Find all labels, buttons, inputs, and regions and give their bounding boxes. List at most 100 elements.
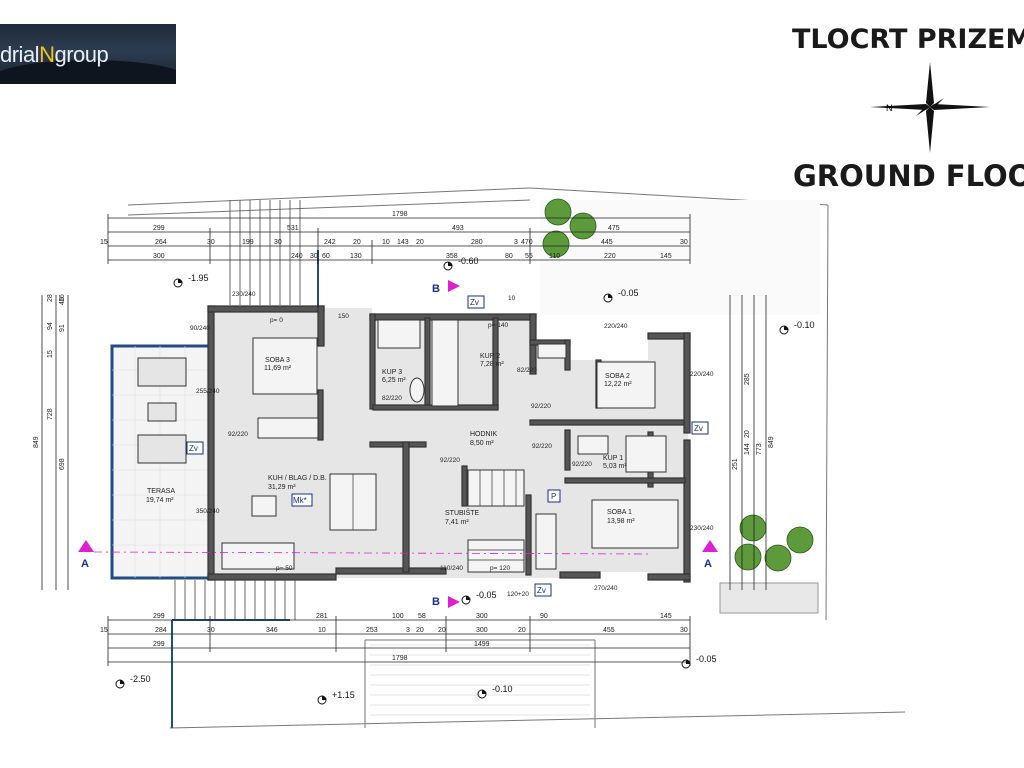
svg-text:SOBA 2: SOBA 2	[605, 373, 630, 380]
svg-text:20: 20	[416, 627, 424, 634]
svg-text:20: 20	[438, 627, 446, 634]
svg-text:94: 94	[47, 322, 54, 330]
svg-text:270/240: 270/240	[594, 585, 618, 592]
svg-text:91: 91	[59, 324, 66, 332]
svg-text:-0.05: -0.05	[618, 288, 639, 298]
svg-text:299: 299	[153, 613, 165, 620]
svg-text:300: 300	[476, 613, 488, 620]
svg-text:KUP 3: KUP 3	[382, 369, 402, 376]
svg-text:-1.95: -1.95	[188, 273, 209, 283]
svg-text:90/240: 90/240	[190, 325, 210, 332]
svg-text:849: 849	[33, 436, 40, 448]
svg-text:58: 58	[418, 613, 426, 620]
svg-text:493: 493	[452, 225, 464, 232]
svg-text:3: 3	[514, 239, 518, 246]
svg-text:100: 100	[392, 613, 404, 620]
svg-text:30: 30	[207, 627, 215, 634]
room-labels: SOBA 311,69 m² KUP 36,25 m² KUP 27,28 m²…	[146, 353, 635, 526]
svg-text:-0.10: -0.10	[492, 684, 513, 694]
svg-text:285: 285	[744, 373, 751, 385]
svg-text:-2.50: -2.50	[130, 674, 151, 684]
svg-text:255/240: 255/240	[196, 388, 220, 395]
svg-text:60: 60	[322, 253, 330, 260]
svg-text:531: 531	[287, 225, 299, 232]
section-markers	[78, 280, 718, 608]
stone-paving	[719, 582, 819, 614]
hatched-yard	[370, 644, 590, 716]
svg-text:110/240: 110/240	[440, 565, 463, 572]
logo-hill-shape	[0, 60, 176, 84]
svg-text:30: 30	[680, 627, 688, 634]
svg-text:20: 20	[518, 627, 526, 634]
svg-text:92/220: 92/220	[531, 403, 551, 410]
svg-text:849: 849	[768, 436, 775, 448]
svg-text:15: 15	[100, 627, 108, 634]
svg-text:280: 280	[471, 239, 483, 246]
svg-text:299: 299	[153, 225, 165, 232]
svg-text:15: 15	[100, 239, 108, 246]
svg-text:90: 90	[540, 613, 548, 620]
svg-text:1798: 1798	[392, 655, 408, 662]
svg-text:281: 281	[316, 613, 328, 620]
svg-text:-0.60: -0.60	[458, 256, 479, 266]
svg-text:15: 15	[47, 350, 54, 358]
svg-text:145: 145	[660, 613, 672, 620]
section-marker-labels: A A B B	[81, 283, 712, 608]
svg-text:230/240: 230/240	[232, 291, 256, 298]
svg-text:-0.10: -0.10	[794, 320, 815, 330]
compass-north-label: N	[886, 103, 893, 113]
svg-text:KUP 1: KUP 1	[603, 455, 623, 462]
svg-text:Mk*: Mk*	[293, 496, 307, 505]
svg-text:3: 3	[406, 627, 410, 634]
svg-text:92/220: 92/220	[440, 457, 460, 464]
svg-text:7,28 m²: 7,28 m²	[480, 361, 504, 368]
svg-text:110: 110	[549, 253, 560, 260]
svg-text:30: 30	[274, 239, 282, 246]
svg-text:10: 10	[508, 295, 516, 302]
svg-text:13,98 m²: 13,98 m²	[607, 518, 635, 525]
svg-text:299: 299	[153, 641, 165, 648]
svg-text:150: 150	[338, 313, 349, 320]
svg-text:B: B	[432, 283, 440, 295]
svg-text:SOBA 3: SOBA 3	[265, 357, 290, 364]
svg-text:220: 220	[604, 253, 616, 260]
level-markers: -1.95 -0.60 -0.05 -0.10 -0.05 -0.05 -2.5…	[115, 256, 815, 705]
svg-text:10: 10	[382, 239, 390, 246]
svg-text:HODNIK: HODNIK	[470, 431, 498, 438]
dimension-lines	[41, 217, 767, 663]
terrace	[110, 344, 212, 580]
svg-text:92/220: 92/220	[532, 443, 552, 450]
svg-text:30: 30	[310, 253, 318, 260]
svg-text:19,74 m²: 19,74 m²	[146, 497, 174, 504]
site-boundary	[127, 187, 906, 729]
svg-text:240: 240	[291, 253, 303, 260]
svg-text:55: 55	[525, 253, 533, 260]
svg-text:A: A	[704, 558, 712, 570]
svg-text:7,41 m²: 7,41 m²	[445, 519, 469, 526]
exterior-stairs	[174, 200, 301, 620]
svg-text:728: 728	[47, 408, 54, 420]
svg-text:698: 698	[59, 458, 66, 470]
svg-text:80: 80	[505, 253, 513, 260]
svg-text:284: 284	[155, 627, 167, 634]
svg-text:300: 300	[153, 253, 165, 260]
svg-text:20: 20	[353, 239, 361, 246]
svg-text:6,25 m²: 6,25 m²	[382, 377, 406, 384]
svg-text:82/220: 82/220	[382, 395, 402, 402]
svg-text:242: 242	[324, 239, 336, 246]
svg-text:92/220: 92/220	[572, 461, 592, 468]
svg-text:92/220: 92/220	[228, 431, 248, 438]
svg-text:11,69 m²: 11,69 m²	[264, 365, 292, 372]
walls	[207, 305, 691, 583]
svg-text:Zv: Zv	[537, 586, 546, 595]
svg-text:KUP 2: KUP 2	[480, 353, 500, 360]
symbol-boxes: Zv Zv Zv Zv Mk* P	[186, 295, 709, 597]
svg-text:P: P	[551, 492, 556, 501]
svg-text:1798: 1798	[392, 211, 408, 218]
title-croatian: TLOCRT PRIZEM	[792, 24, 1024, 55]
svg-text:31,29 m²: 31,29 m²	[268, 484, 296, 491]
svg-text:20: 20	[416, 239, 424, 246]
svg-text:p= 120: p= 120	[490, 565, 510, 572]
svg-text:143: 143	[397, 239, 409, 246]
